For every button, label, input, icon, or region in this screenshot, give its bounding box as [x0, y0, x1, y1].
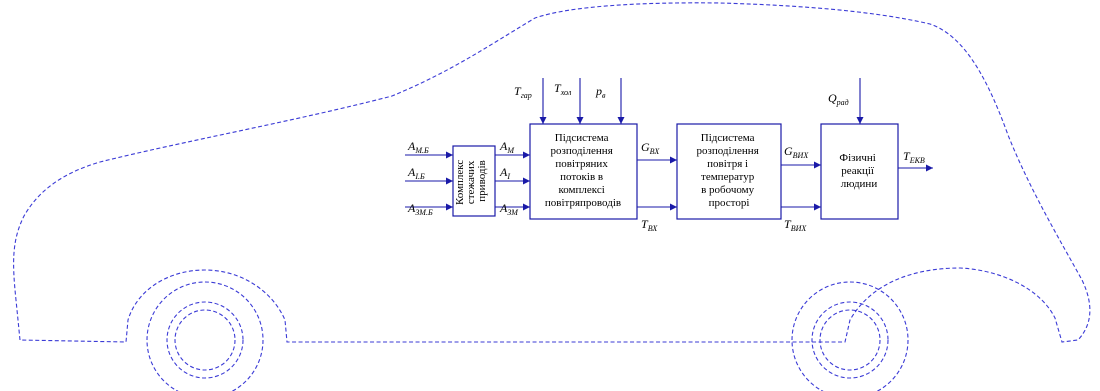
temp-distribution-block — [676, 123, 782, 220]
label-t-vh: TВХ — [641, 217, 658, 233]
drives-block-text: Комплекс стежачих приводів — [454, 157, 488, 205]
label-g-vh: GВХ — [641, 140, 660, 156]
label-t-vyh: TВИХ — [784, 217, 807, 233]
car-body-outline — [13, 2, 1091, 343]
front-wheel-outer — [146, 281, 264, 391]
front-wheel-inner — [174, 309, 236, 371]
front-wheel-mid — [166, 301, 244, 379]
label-q-rad: Qрад — [828, 91, 849, 107]
air-distribution-block-text: Підсистема розподілення повітряних поток… — [545, 132, 621, 209]
label-a-i: AІ — [499, 165, 510, 181]
label-a-m-b: AМ.Б — [407, 139, 429, 155]
label-t-ekv: TЕКВ — [903, 149, 925, 165]
air-distribution-block — [529, 123, 638, 220]
label-a-zm: AЗМ — [499, 201, 519, 217]
label-g-vyh: GВИХ — [784, 144, 809, 160]
label-a-i-b: AІ.Б — [407, 165, 425, 181]
human-reaction-block-text: Фізичні реакції людини — [839, 152, 878, 190]
rear-wheel-outer — [791, 281, 909, 391]
rear-wheel-inner — [819, 309, 881, 371]
label-a-zm-b: AЗМ.Б — [407, 201, 433, 217]
rear-wheel-mid — [811, 301, 889, 379]
label-t-hol: Tхол — [554, 81, 572, 97]
label-p-v: pв — [595, 84, 606, 100]
label-t-gar: Tгар — [514, 84, 532, 100]
temp-distribution-block-text: Підсистема розподілення повітря і темпер… — [696, 132, 761, 209]
label-a-m: AМ — [499, 139, 515, 155]
